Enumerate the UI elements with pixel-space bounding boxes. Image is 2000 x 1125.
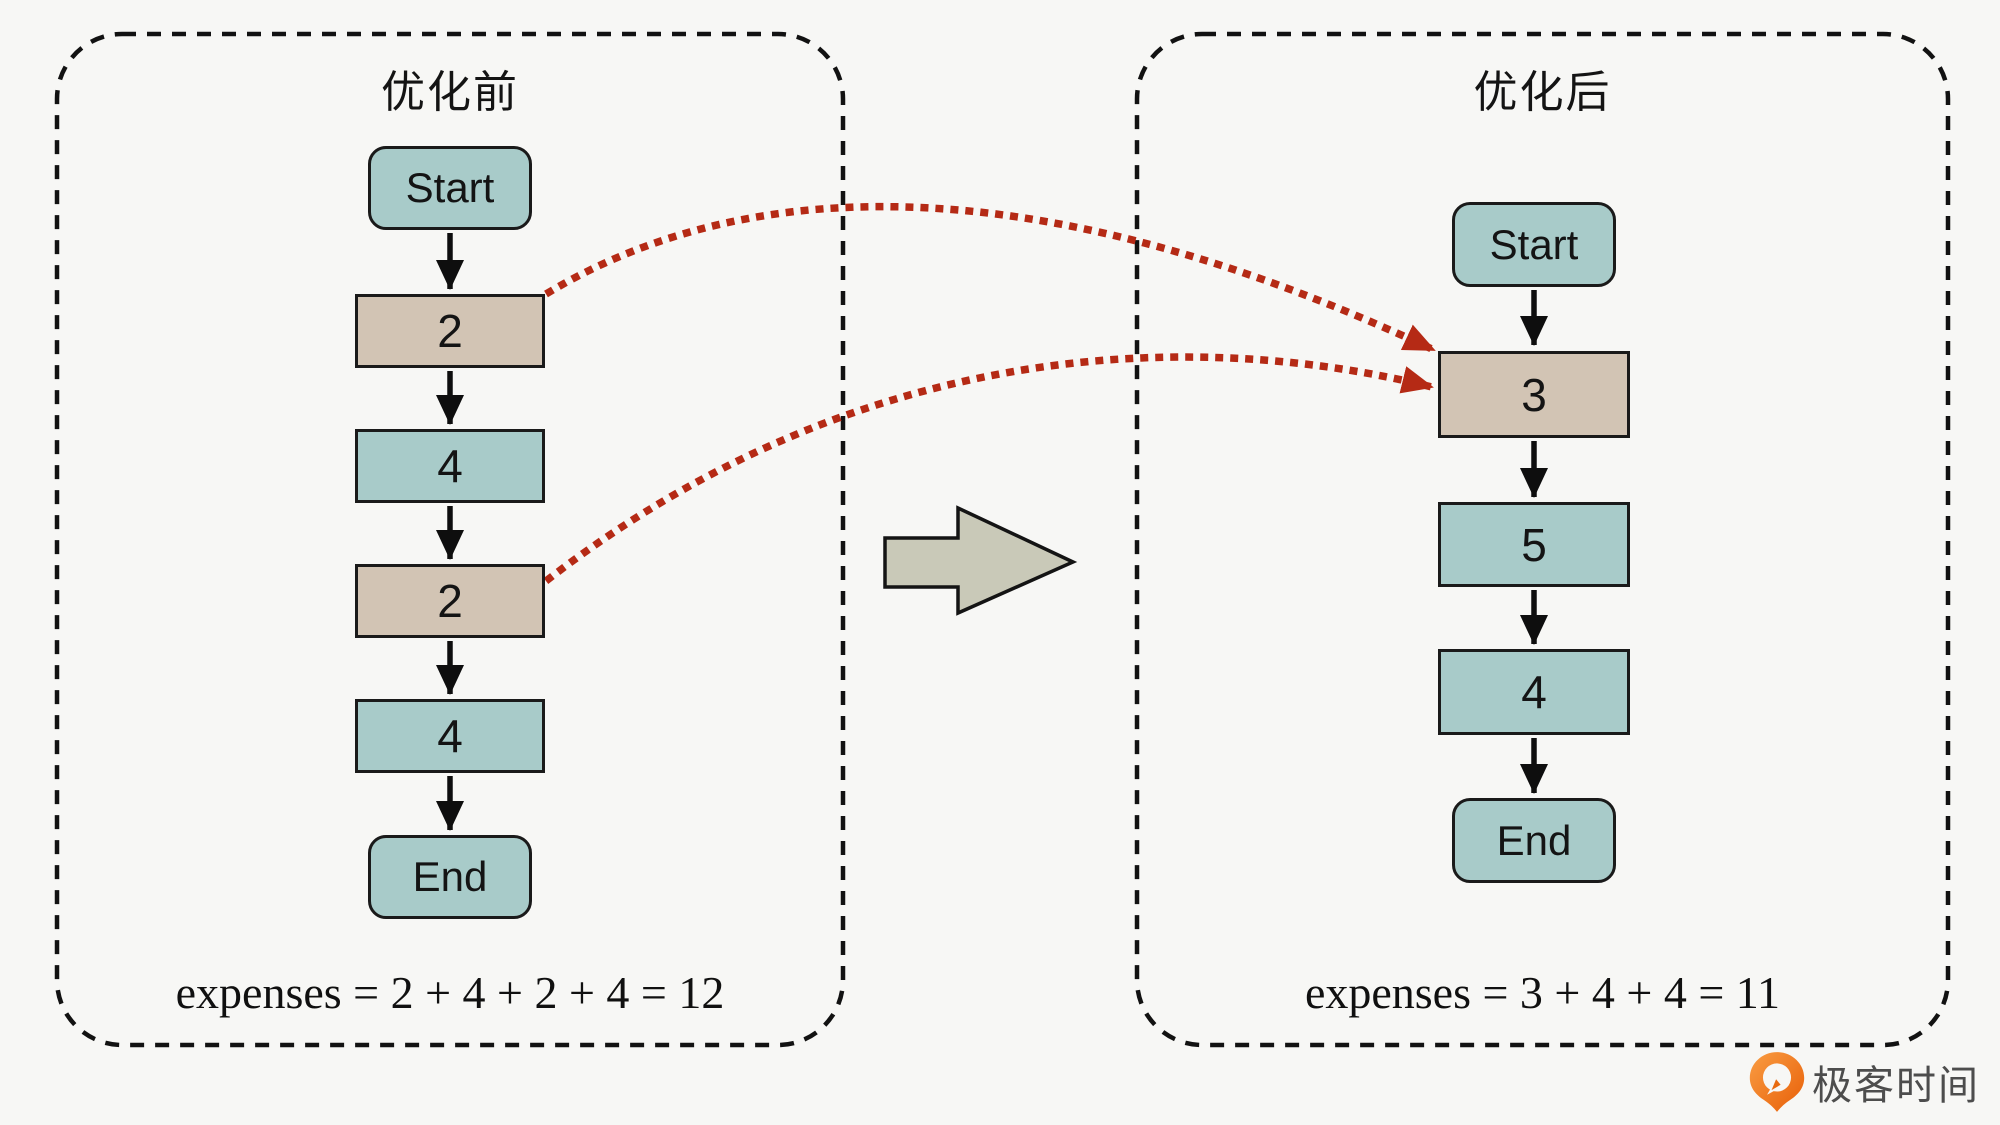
node-label: End [412,853,488,900]
node-label: 2 [437,575,463,627]
after-node-start: Start [1452,202,1616,287]
before-node-cost-4b: 4 [355,699,545,773]
node-label: 4 [1521,666,1547,718]
panel-after-border [1134,31,1951,1048]
node-label: Start [405,164,495,211]
geektime-brand-text: 极客时间 [1812,1064,1980,1108]
before-node-end: End [368,835,532,919]
transform-arrow-icon [883,505,1078,616]
node-label: 3 [1521,368,1547,421]
after-expenses-formula: expenses = 3 + 4 + 4 = 11 [1304,967,1781,1018]
geektime-logo-icon [1749,1052,1805,1112]
after-node-cost-5: 5 [1438,502,1630,587]
node-label: Start [1489,220,1579,268]
node-label: 4 [437,710,463,762]
node-label: 5 [1521,518,1547,571]
panel-after-title: 优化后 [1473,68,1612,117]
before-node-cost-4a: 4 [355,429,545,503]
before-node-cost-2a: 2 [355,294,545,368]
after-node-cost-4: 4 [1438,649,1630,735]
node-label: End [1496,816,1572,864]
merge-link-arrow-2 [543,353,1434,584]
node-label: 4 [437,440,463,492]
geektime-watermark: 极客时间 [1748,1050,1980,1114]
before-expenses-formula: expenses = 2 + 4 + 2 + 4 = 12 [175,967,725,1018]
node-label: 2 [437,305,463,357]
panel-before-title: 优化前 [381,68,519,117]
after-node-cost-3: 3 [1438,351,1630,438]
merge-link-arrow-1 [544,202,1436,354]
panel-before-border [54,31,846,1048]
before-node-start: Start [368,146,532,230]
before-node-cost-2b: 2 [355,564,545,638]
after-node-end: End [1452,798,1616,883]
